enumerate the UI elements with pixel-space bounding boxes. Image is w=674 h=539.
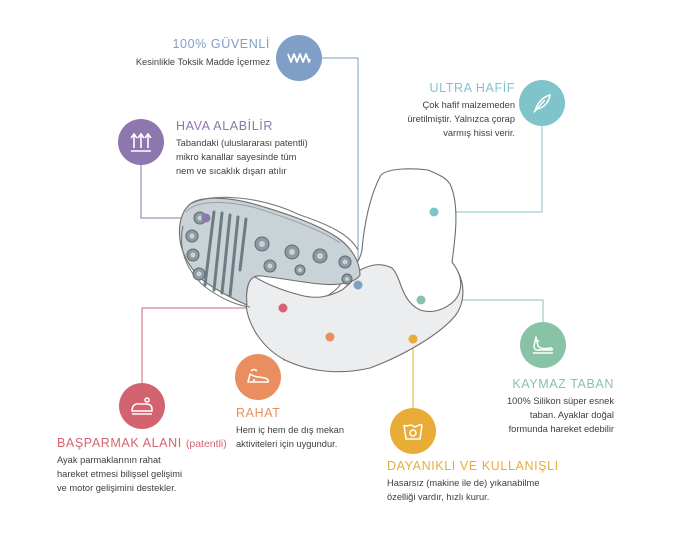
safe-badge xyxy=(276,35,322,81)
shoe-comfort-icon xyxy=(247,368,270,383)
marker-nonslip xyxy=(416,295,426,305)
marker-breathable xyxy=(201,213,211,223)
comfort-title: RAHAT xyxy=(236,406,281,420)
washing-icon xyxy=(403,423,423,440)
marker-toe xyxy=(278,303,288,313)
connector-safe xyxy=(322,57,359,285)
sock-shoe xyxy=(178,168,464,373)
nonslip-description: 100% Silikon süper esnek taban. Ayaklar … xyxy=(507,396,614,434)
toe-title-suffix: (patentli) xyxy=(185,438,227,450)
tread-ridges xyxy=(203,210,248,298)
connector-ultralight xyxy=(434,109,543,213)
marker-comfort xyxy=(325,332,335,342)
ultralight-description: Çok hafif malzemeden üretilmiştir. Yalnı… xyxy=(407,100,515,138)
outer-rim xyxy=(191,196,359,251)
safe-description: Kesinlikle Toksik Madde İçermez xyxy=(135,57,270,67)
toe-area-icon xyxy=(131,397,153,415)
toe-title-main: BAŞPARMAK ALANI xyxy=(57,436,182,450)
durable-description: Hasarsız (makine ile de) yıkanabilme öze… xyxy=(387,478,540,502)
marker-durable xyxy=(408,334,418,344)
toe-description: Ayak parmaklarının rahat hareket etmesi … xyxy=(57,455,183,493)
markers xyxy=(201,207,439,344)
durable-title: DAYANIKLI VE KULLANIŞLI xyxy=(387,459,559,473)
tread-edge xyxy=(185,201,341,244)
ultralight-title: ULTRA HAFİF xyxy=(429,81,515,95)
toe-title: BAŞPARMAK ALANI (patentli) xyxy=(57,436,227,450)
ultralight-badge xyxy=(519,80,565,126)
comfort-badge xyxy=(235,354,281,400)
comfort-description: Hem iç hem de dış mekan aktiviteleri içi… xyxy=(236,425,344,449)
airflow-arrows-icon xyxy=(130,132,152,152)
marker-ultralight xyxy=(429,207,439,217)
marker-safe xyxy=(353,280,363,290)
breathable-title: HAVA ALABİLİR xyxy=(176,119,273,133)
durable-badge xyxy=(390,408,436,454)
nonslip-title: KAYMAZ TABAN xyxy=(512,377,614,391)
safe-title: 100% GÜVENLİ xyxy=(172,37,270,51)
wave-check-icon xyxy=(287,53,311,63)
breathable-description: Tabandaki (uluslararası patentli) mikro … xyxy=(176,138,308,176)
toe-badge xyxy=(119,383,165,429)
breathable-badge xyxy=(118,119,164,165)
sole-wall xyxy=(245,264,464,373)
feather-icon xyxy=(533,94,551,114)
connector-toe xyxy=(141,307,283,383)
foot-grip-icon xyxy=(533,336,554,354)
nonslip-badge xyxy=(520,322,566,368)
